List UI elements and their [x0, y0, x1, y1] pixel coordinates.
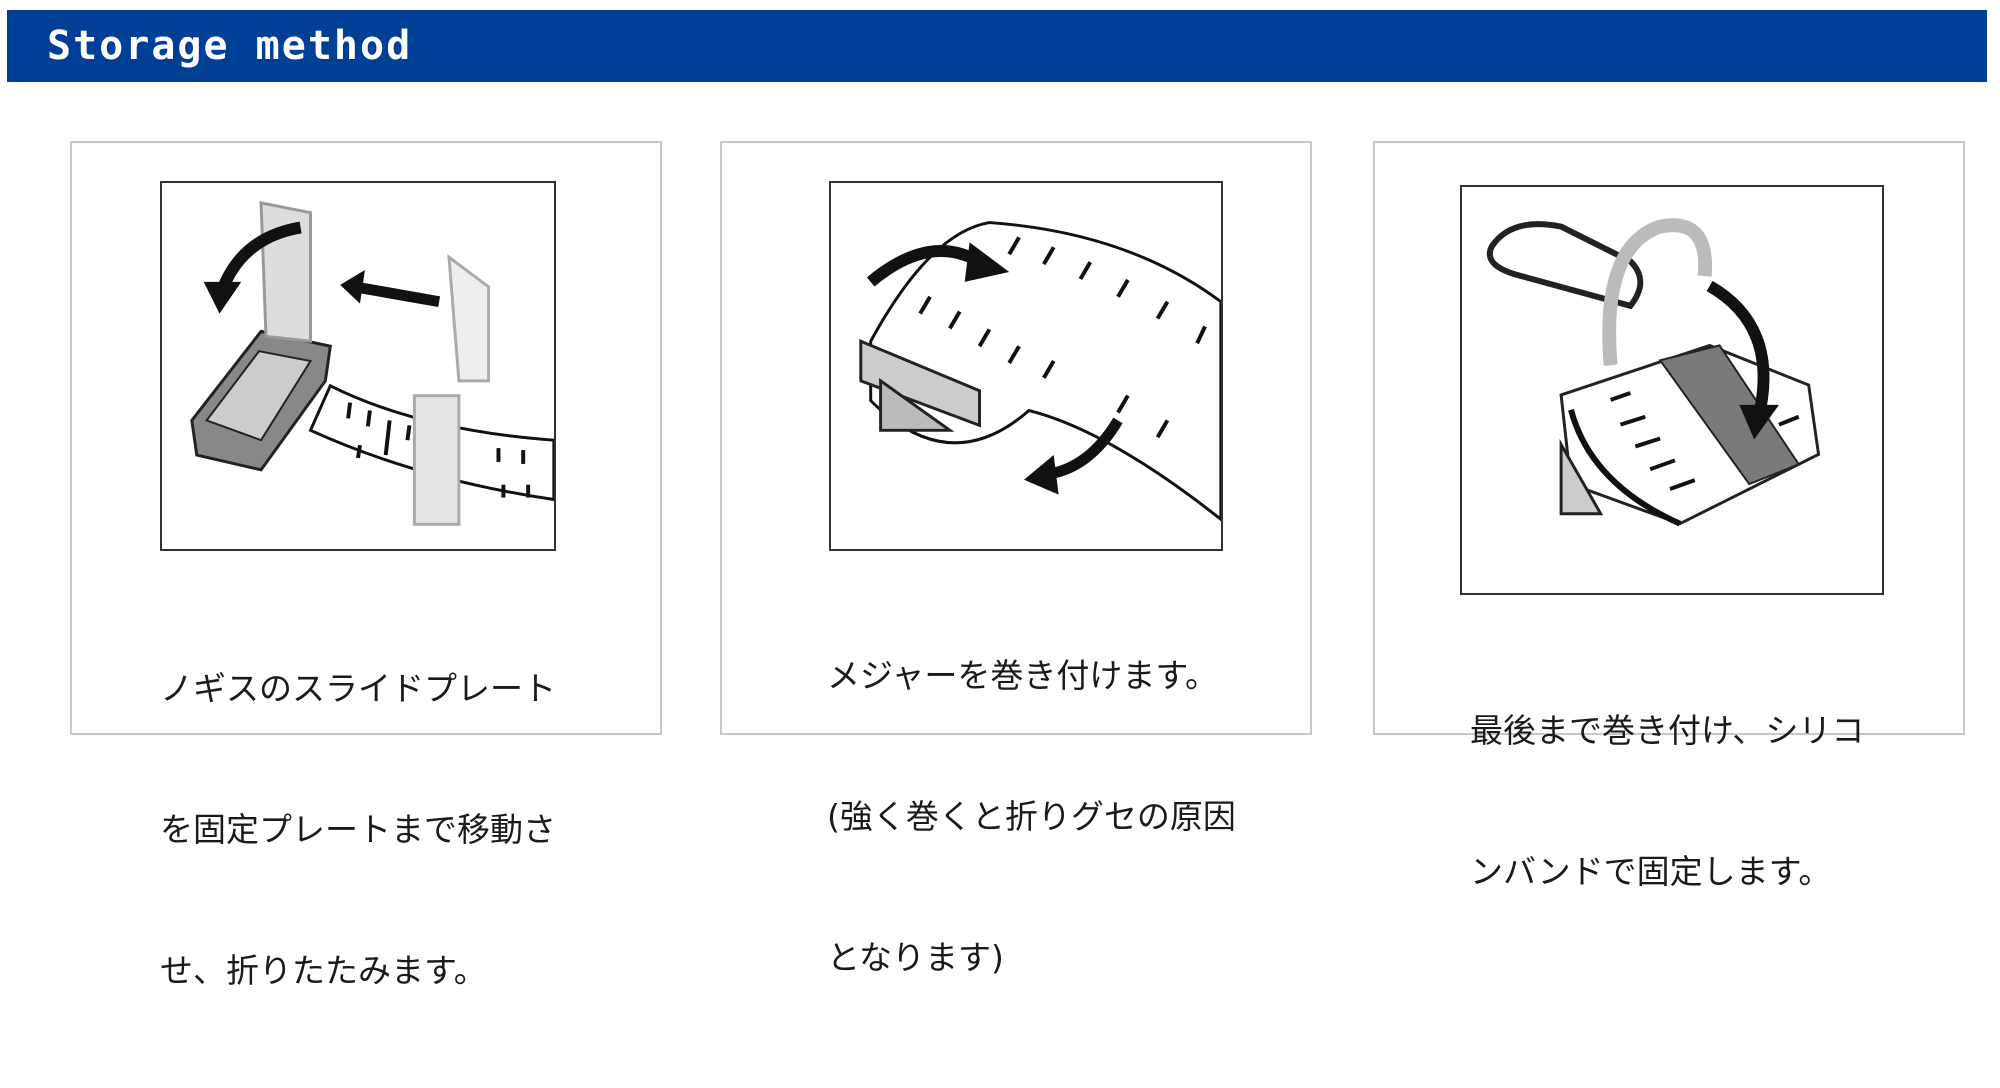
caliper-slide-plate-fold-illustration: [160, 181, 556, 551]
tape-winding-illustration: [829, 181, 1223, 551]
caliper-fold-drawing: [190, 200, 554, 526]
caption-line: を固定プレートまで移動さ: [160, 810, 556, 849]
caption-line: ンバンドで固定します。: [1470, 852, 1832, 891]
step-1-caption: ノギスのスライドプレート を固定プレートまで移動さ せ、折りたたみます。: [160, 571, 556, 1088]
step-1-panel: ノギスのスライドプレート を固定プレートまで移動さ せ、折りたたみます。: [70, 141, 662, 990]
step-2-panel: メジャーを巻き付けます。 (強く巻くと折りグセの原因 となります): [720, 141, 1312, 977]
caption-line: メジャーを巻き付けます。: [827, 656, 1219, 695]
tape-winding-drawing: [859, 221, 1221, 522]
step-2-caption: メジャーを巻き付けます。 (強く巻くと折りグセの原因 となります): [827, 558, 1236, 1075]
caption-line: (強く巻くと折りグセの原因: [827, 797, 1236, 836]
section-title: Storage method: [47, 23, 413, 69]
step-3-caption: 最後まで巻き付け、シリコ ンバンドで固定します。: [1470, 613, 1864, 989]
silicone-band-fastening-illustration: [1460, 185, 1884, 595]
caption-line: ノギスのスライドプレート: [160, 669, 556, 708]
step-3-panel: 最後まで巻き付け、シリコ ンバンドで固定します。: [1373, 141, 1965, 891]
caption-line: 最後まで巻き付け、シリコ: [1470, 711, 1865, 750]
caption-line: となります): [827, 938, 1004, 977]
band-fastening-drawing: [1486, 218, 1821, 527]
section-header: Storage method: [7, 10, 1987, 82]
caption-line: せ、折りたたみます。: [160, 951, 487, 990]
